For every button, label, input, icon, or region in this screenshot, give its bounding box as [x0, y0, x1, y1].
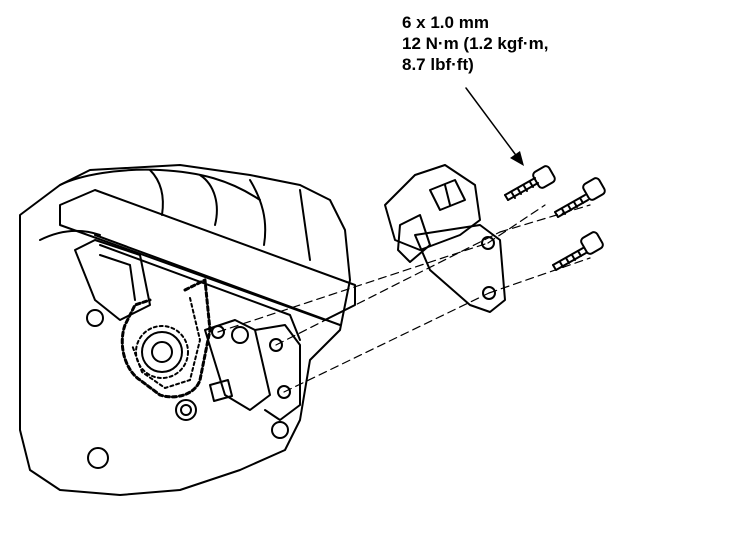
tensioner-arm [204, 319, 271, 411]
engine-block-outline [19, 164, 351, 496]
tensioner-body [384, 164, 481, 251]
torque-metric-label: 12 N·m (1.2 kgf·m, [402, 34, 549, 53]
align-line-upper [217, 242, 489, 333]
bolt-lower-right [552, 231, 604, 271]
bolt-size-label: 6 x 1.0 mm [402, 13, 489, 32]
block-rib-3 [299, 189, 311, 261]
block-rib-4 [149, 169, 164, 216]
block-rib-1 [199, 174, 218, 226]
cylinder-head-plate [59, 189, 356, 321]
plate-hole-lower [482, 286, 496, 300]
left-bracket-inner [99, 254, 136, 301]
engine-bolt-hole-3 [277, 385, 291, 399]
engine-block-inner-edge [39, 229, 101, 241]
engine-bolt-hole-1 [211, 325, 225, 339]
boss-bottom-right [271, 421, 289, 439]
tensioner-plunger-detail [444, 184, 451, 206]
bolt-upper-left [504, 165, 556, 201]
tensioner-shoe [397, 214, 431, 263]
engine-block-top-curve [59, 168, 261, 201]
tensioner-plate [414, 224, 506, 313]
engine-square-boss [209, 379, 233, 402]
left-bracket [74, 239, 151, 321]
timing-chain-inner [131, 297, 201, 389]
boss-upper-left [86, 309, 104, 327]
boss-lower [175, 399, 197, 421]
callout-leader-line [465, 87, 519, 159]
plate-hole-upper [481, 236, 495, 250]
callout-arrowhead [510, 151, 524, 166]
bolt-upper-right [554, 177, 606, 218]
cylinder-head-plate-edge [94, 234, 341, 326]
tensioner-pivot [231, 326, 249, 344]
block-rib-2 [249, 179, 267, 246]
align-line-bolt-1 [487, 204, 546, 244]
boss-lower-inner [180, 404, 192, 416]
align-line-bolt-2 [499, 204, 591, 233]
torque-callout: 6 x 1.0 mm 12 N·m (1.2 kgf·m, 8.7 lbf·ft… [402, 12, 548, 75]
torque-imperial-label: 8.7 lbf·ft) [402, 55, 474, 74]
crank-sprocket-teeth [135, 325, 189, 379]
tensioner-plunger [429, 179, 466, 211]
timing-chain [120, 278, 212, 399]
engine-mount-bracket [254, 324, 301, 421]
align-line-lower [283, 292, 490, 393]
boss-bottom [87, 447, 109, 469]
crank-sprocket-hub [151, 341, 173, 363]
cylinder-head-plate-lower [99, 244, 301, 341]
engine-bolt-hole-2 [269, 338, 283, 352]
align-line-middle [275, 231, 501, 346]
crank-sprocket [141, 331, 183, 373]
align-line-bolt-3 [488, 257, 591, 294]
